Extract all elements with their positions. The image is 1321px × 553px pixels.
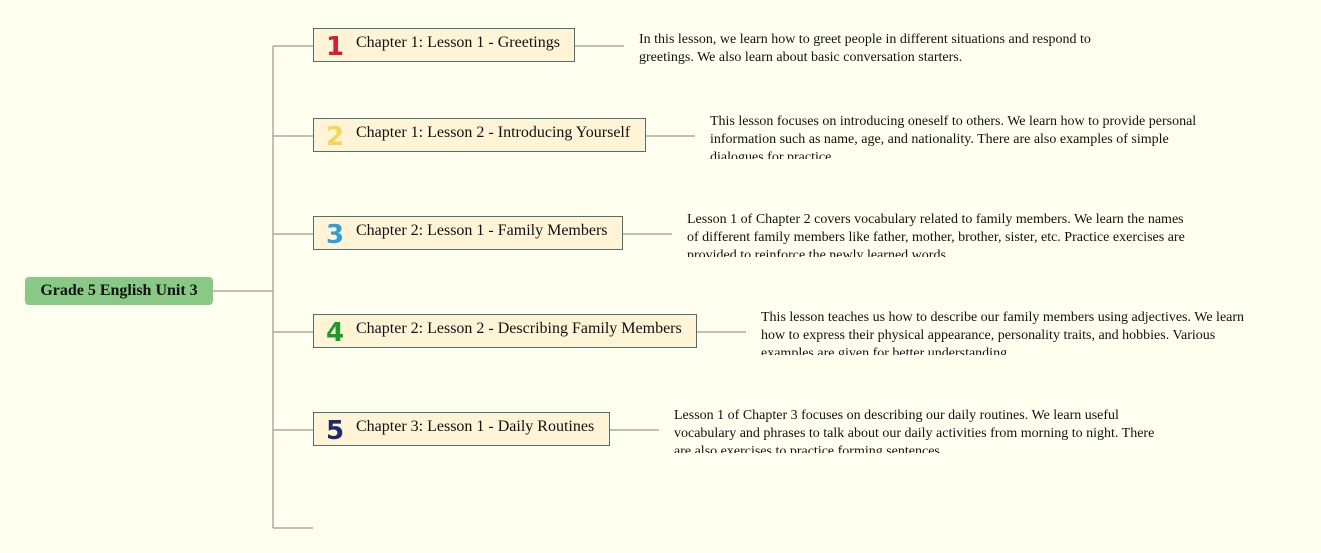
lesson-node-3[interactable]: 3 Chapter 2: Lesson 1 - Family Members xyxy=(313,216,623,250)
lesson-description: Lesson 1 of Chapter 2 covers vocabulary … xyxy=(687,212,1185,257)
root-node[interactable]: Grade 5 English Unit 3 xyxy=(25,277,213,305)
lesson-title: Chapter 3: Lesson 1 - Daily Routines xyxy=(356,418,595,435)
number-2-icon: 2 xyxy=(325,122,345,152)
lesson-title: Chapter 2: Lesson 1 - Family Members xyxy=(356,222,608,239)
lesson-description: In this lesson, we learn how to greet pe… xyxy=(639,32,1091,65)
lesson-description: Lesson 1 of Chapter 3 focuses on describ… xyxy=(674,408,1155,453)
number-1-icon: 1 xyxy=(325,32,345,62)
number-3-icon: 3 xyxy=(325,220,345,250)
lesson-node-2[interactable]: 2 Chapter 1: Lesson 2 - Introducing Your… xyxy=(313,118,646,152)
lesson-node-5[interactable]: 5 Chapter 3: Lesson 1 - Daily Routines xyxy=(313,412,610,446)
lesson-node-4[interactable]: 4 Chapter 2: Lesson 2 - Describing Famil… xyxy=(313,314,697,348)
number-4-icon: 4 xyxy=(325,318,345,348)
number-5-icon: 5 xyxy=(325,416,345,446)
lesson-description: This lesson teaches us how to describe o… xyxy=(761,310,1245,355)
lesson-node-1[interactable]: 1 Chapter 1: Lesson 1 - Greetings xyxy=(313,28,575,62)
lesson-title: Chapter 1: Lesson 1 - Greetings xyxy=(356,34,560,51)
lesson-title: Chapter 1: Lesson 2 - Introducing Yourse… xyxy=(356,124,631,141)
lesson-description: This lesson focuses on introducing onese… xyxy=(710,114,1197,159)
lesson-title: Chapter 2: Lesson 2 - Describing Family … xyxy=(356,320,682,337)
